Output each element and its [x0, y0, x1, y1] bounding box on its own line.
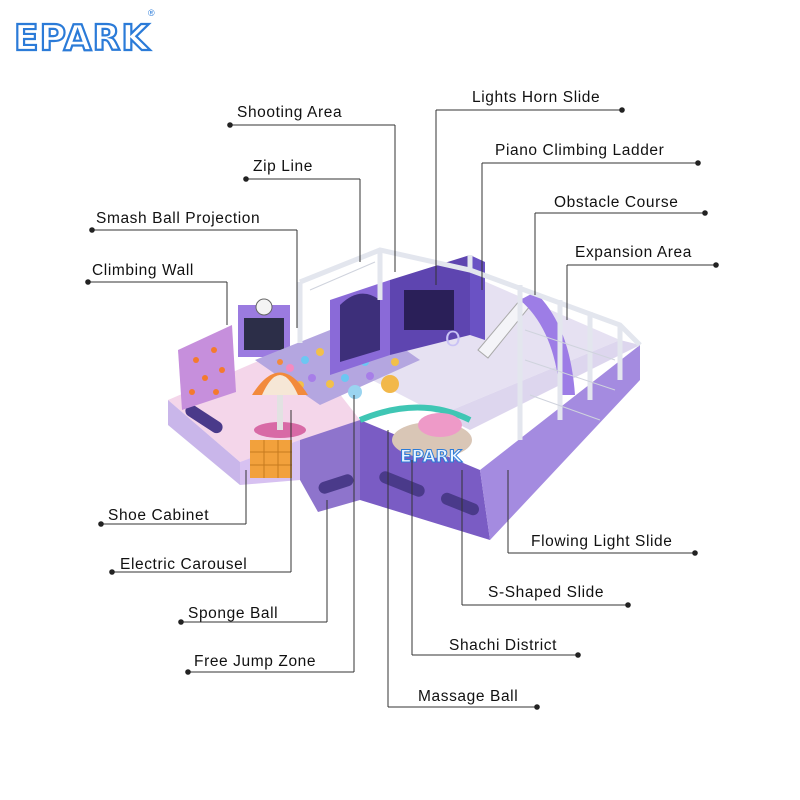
frame-structure	[297, 247, 642, 440]
base-wall-right	[480, 345, 640, 540]
epark-logo: EPARK	[13, 17, 150, 60]
grille-1	[185, 404, 223, 434]
shoe-cabinet	[250, 440, 292, 478]
label-climbing-wall: Climbing Wall	[92, 262, 194, 279]
svg-text:O: O	[445, 327, 461, 351]
label-piano-climbing-ladder: Piano Climbing Ladder	[495, 142, 665, 159]
label-zip-line: Zip Line	[253, 158, 313, 175]
label-shoe-cabinet: Shoe Cabinet	[108, 507, 210, 524]
label-lights-horn-slide: Lights Horn Slide	[472, 89, 601, 106]
registered-mark: ®	[148, 8, 155, 18]
label-shooting-area: Shooting Area	[237, 104, 343, 121]
label-obstacle-course: Obstacle Course	[554, 194, 679, 211]
grille-2	[318, 474, 354, 494]
label-massage-ball: Massage Ball	[418, 688, 519, 705]
climbing-wall	[178, 325, 236, 410]
logo-text: EPARK	[14, 18, 150, 59]
label-flowing-light-slide: Flowing Light Slide	[531, 533, 673, 550]
teal-rail	[358, 404, 472, 423]
label-electric-carousel: Electric Carousel	[120, 556, 248, 573]
base-wall-long	[360, 420, 490, 540]
label-smash-ball-projection: Smash Ball Projection	[96, 210, 261, 227]
grille-4	[441, 492, 479, 516]
carousel	[252, 359, 308, 438]
base-wall-front	[300, 420, 360, 512]
label-shachi-district: Shachi District	[449, 637, 558, 654]
label-expansion-area: Expansion Area	[575, 244, 692, 261]
playground-sign: EPARK	[400, 447, 463, 467]
label-s-shaped-slide: S-Shaped Slide	[488, 584, 605, 601]
label-sponge-ball: Sponge Ball	[188, 605, 279, 622]
base-wall-left	[168, 400, 240, 485]
grille-3	[379, 471, 425, 497]
label-free-jump-zone: Free Jump Zone	[194, 653, 317, 670]
